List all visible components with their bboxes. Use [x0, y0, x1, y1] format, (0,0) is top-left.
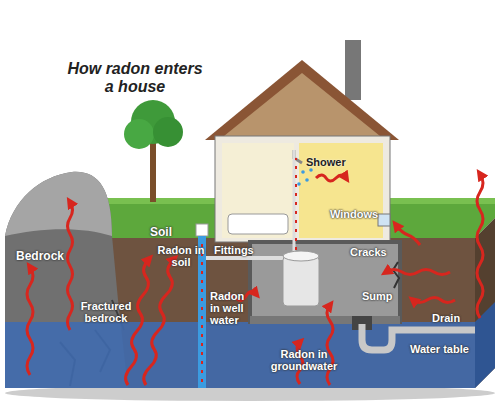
radon-arrow [144, 259, 174, 385]
bedrock-hill [5, 172, 112, 236]
water-drop [305, 178, 309, 182]
well-pipe [198, 236, 206, 388]
wall-crack [393, 262, 399, 288]
radon-arrow [477, 174, 483, 318]
illustration-label: Radon in groundwater [262, 348, 346, 372]
illustration-label: Cracks [350, 246, 400, 258]
tree-trunk [150, 140, 156, 202]
illustration-label: Sump [362, 290, 402, 302]
basement [250, 242, 400, 322]
illustration-label: Radon in well water [210, 290, 256, 326]
well-cap [196, 224, 208, 236]
radon-arrow [68, 202, 73, 330]
illustration-label: Bedrock [16, 250, 86, 263]
house-wall [215, 136, 390, 242]
diagram-title: How radon enters a house [66, 60, 204, 95]
bathtub [228, 214, 288, 234]
illustration-label: Fittings [214, 244, 264, 256]
basement-floor [250, 316, 400, 324]
window [378, 214, 390, 226]
water-drop [309, 168, 313, 172]
illustration-label: Fractured bedrock [74, 300, 138, 324]
bathroom [222, 143, 294, 238]
illustration-label: Soil [150, 226, 190, 239]
illustration-label: Water table [410, 343, 490, 355]
radon-arrow [327, 305, 333, 385]
tree-crown [153, 117, 183, 147]
radon-in-water [201, 240, 203, 382]
radon-arrow [126, 259, 149, 385]
water-tank [283, 256, 319, 306]
water-drop [301, 170, 305, 174]
water-pipe [204, 256, 283, 260]
radon-arrow [27, 267, 33, 375]
illustration-label: Radon in soil [156, 244, 206, 268]
radon-arrow [396, 225, 420, 245]
water-drop [297, 182, 301, 186]
water-pipe [293, 150, 296, 256]
radon-in-pipe [295, 158, 297, 250]
groundwater-layer [5, 322, 475, 388]
radon-arrow [413, 298, 455, 303]
living-room [299, 143, 383, 238]
radon-arrow [386, 270, 450, 275]
water-tank-top [283, 251, 319, 261]
radon-arrow [316, 175, 346, 181]
illustration-label: Drain [432, 312, 482, 324]
tree-crown [124, 119, 154, 149]
attic-gable [224, 73, 380, 136]
roof [205, 60, 399, 140]
chimney [345, 40, 361, 100]
illustration-label: Shower [306, 156, 361, 168]
illustration-label: Windows [330, 208, 390, 220]
